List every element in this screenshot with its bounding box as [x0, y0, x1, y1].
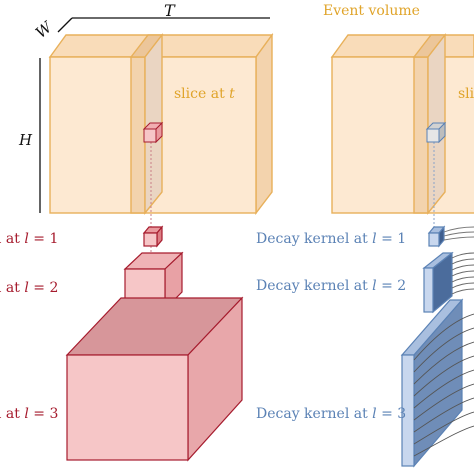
left-kernel-level: = 2 [33, 280, 59, 296]
decay-kernel-label-1: Decay kernel at l = 1 [256, 231, 406, 247]
slice-label-left: slice at t [174, 86, 235, 102]
decay-kernel-prefix: Decay kernel at [256, 231, 373, 247]
decay-kernel-level: = 2 [381, 278, 407, 294]
left-kernel-prefix: l at [0, 406, 20, 422]
left-kernel-var: l [24, 231, 29, 247]
blue-kernel-level-1-curves [443, 226, 474, 241]
left-kernel-var: l [24, 280, 29, 296]
blue-kernel-level-3 [400, 298, 464, 468]
blue-kernel-level-2-curves [451, 252, 474, 295]
height-axis-label: H [19, 131, 33, 149]
decay-kernel-prefix: Decay kernel at [256, 406, 373, 422]
blue-kernel-level-2 [422, 251, 454, 314]
left-kernel-level: = 3 [33, 406, 59, 422]
decay-kernel-level: = 3 [381, 406, 407, 422]
slice-label-var: t [229, 86, 235, 102]
decay-kernel-level: = 1 [381, 231, 407, 247]
left-kernel-var: l [24, 406, 29, 422]
decay-kernel-label-2: Decay kernel at l = 2 [256, 278, 406, 294]
decay-kernel-prefix: Decay kernel at [256, 278, 373, 294]
left-kernel-prefix: l at [0, 280, 20, 296]
axis-lines [39, 17, 270, 213]
width-axis-line [57, 17, 73, 33]
decay-kernel-label-3: Decay kernel at l = 3 [256, 406, 406, 422]
blue-kernel-level-3-curves [413, 313, 474, 457]
decay-kernel-var: l [372, 406, 377, 422]
left-kernel-prefix: l at [0, 231, 20, 247]
left-kernel-label-2: l at l = 2 [0, 280, 58, 296]
decay-kernel-var: l [372, 231, 377, 247]
red-kernel-level-3 [65, 296, 244, 462]
time-axis-label: T [164, 1, 175, 20]
slice-label-right: sli [458, 86, 474, 102]
left-kernel-label-3: l at l = 3 [0, 406, 58, 422]
event-volume-title: Event volume [323, 3, 420, 19]
event-volume-right [330, 34, 474, 214]
decay-kernel-var: l [372, 278, 377, 294]
left-kernel-level: = 1 [33, 231, 59, 247]
slice-label-text: slice at [174, 86, 230, 102]
sample-voxel-left [142, 121, 164, 144]
red-kernel-level-1 [142, 225, 164, 248]
left-kernel-label-1: l at l = 1 [0, 231, 58, 247]
blue-kernel-level-1 [427, 225, 446, 248]
sample-voxel-right [425, 121, 447, 144]
